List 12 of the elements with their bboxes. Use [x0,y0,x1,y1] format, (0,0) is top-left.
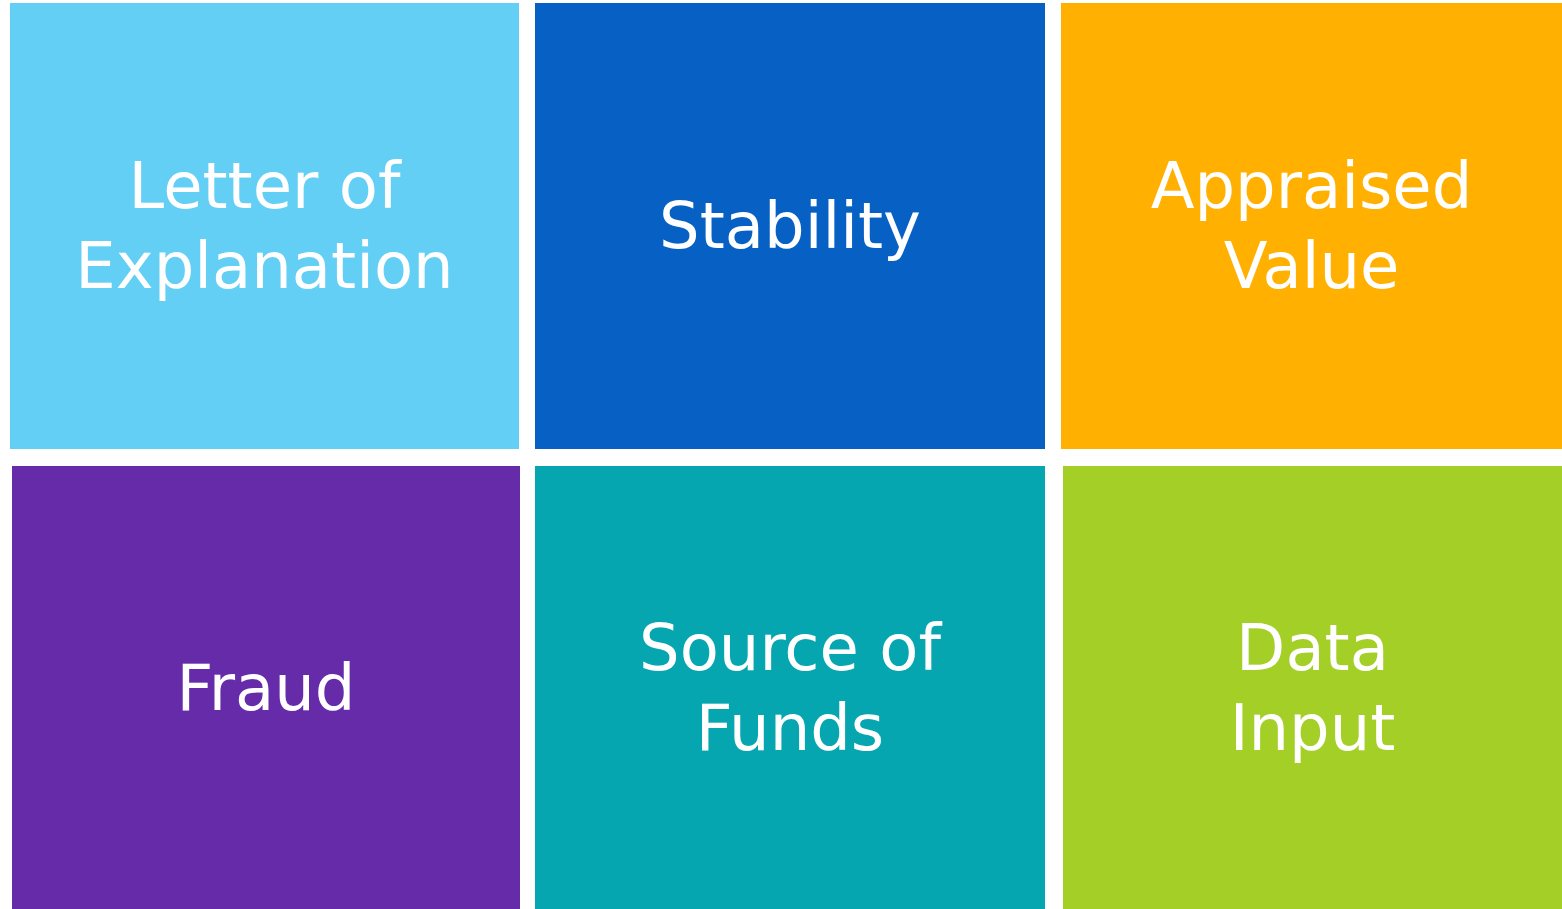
tile-label: Source of Funds [638,609,944,767]
category-tile [535,466,1045,909]
category-tile [10,3,519,449]
category-tile [1061,3,1562,449]
category-tile [1063,466,1562,909]
tile-label: Fraud [176,649,356,727]
tile-label: Letter of Explanation [74,148,455,305]
tile-label: Appraised Value [1149,148,1474,305]
tile-label: Stability [659,188,921,265]
tile-label: Data Input [1228,609,1397,767]
category-tile [12,466,520,909]
category-tile [535,3,1045,449]
